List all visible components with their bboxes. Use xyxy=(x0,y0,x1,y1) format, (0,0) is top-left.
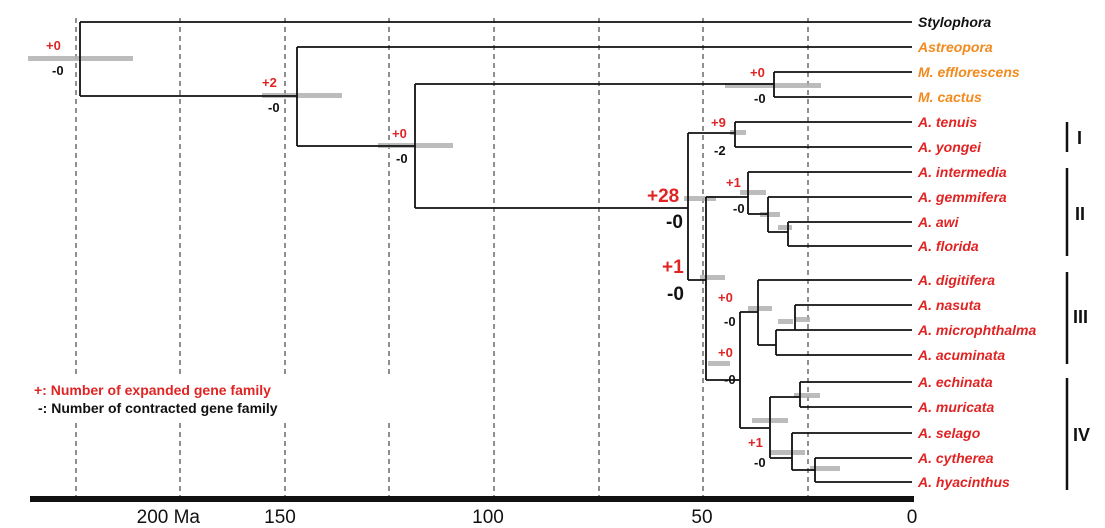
clade-label: III xyxy=(1073,307,1088,327)
taxon-label: Astreopora xyxy=(917,39,993,55)
ci-bar-clade-iii-iv xyxy=(708,361,730,366)
ci-bar-clade-ii-sub1 xyxy=(760,212,780,217)
node-annotations: +0 -0 +2 -0 +0 -0 +0 -0 +9 -2 +28 -0 +1 … xyxy=(46,38,766,470)
axis-tick-label: 200 Ma xyxy=(137,507,201,528)
taxon-label: M. cactus xyxy=(918,89,982,105)
legend: +: Number of expanded gene family -: Num… xyxy=(28,378,398,420)
contracted-count: -0 xyxy=(733,201,745,216)
clade-brackets: I II III IV xyxy=(1065,122,1090,490)
taxon-label: A. cytherea xyxy=(917,450,994,466)
expanded-count: +0 xyxy=(718,345,733,360)
axis-bar xyxy=(30,496,914,502)
expanded-count: +1 xyxy=(748,435,763,450)
ci-bar-clade-iv-sub2 xyxy=(770,450,805,455)
axis-tick-label: 0 xyxy=(907,507,918,528)
ci-bar-clade-ii-to-iv xyxy=(700,275,725,280)
ci-bar-montipora xyxy=(725,83,821,88)
time-gridlines xyxy=(75,18,809,496)
axis-tick-label: 150 xyxy=(264,507,296,528)
taxon-label: A. digitifera xyxy=(917,272,995,288)
tree-branches xyxy=(79,21,912,483)
ci-bar-clade-iv-sub3 xyxy=(810,466,840,471)
ci-bar-astreopora xyxy=(262,93,342,98)
taxon-label: A. echinata xyxy=(917,374,993,390)
taxon-label: A. gemmifera xyxy=(917,189,1007,205)
legend-background xyxy=(28,378,398,420)
taxon-label: A. selago xyxy=(917,425,981,441)
legend-contracted: -: Number of contracted gene family xyxy=(38,400,278,416)
contracted-count: -0 xyxy=(268,100,280,115)
contracted-count: -0 xyxy=(754,91,766,106)
contracted-count: -0 xyxy=(666,212,683,233)
axis-tick-label: 100 xyxy=(472,507,504,528)
expanded-count: +28 xyxy=(647,186,679,207)
taxon-label: A. muricata xyxy=(917,399,994,415)
ci-bar-clade-iv-sub1 xyxy=(794,393,820,398)
taxon-label: A. awi xyxy=(917,214,960,230)
expanded-count: +0 xyxy=(46,38,61,53)
taxon-label: Stylophora xyxy=(918,14,991,30)
contracted-count: -0 xyxy=(724,372,736,387)
contracted-count: -2 xyxy=(714,143,726,158)
contracted-count: -0 xyxy=(724,314,736,329)
expanded-count: +9 xyxy=(711,115,726,130)
expanded-count: +0 xyxy=(750,65,765,80)
taxon-label: A. tenuis xyxy=(917,114,977,130)
contracted-count: -0 xyxy=(396,151,408,166)
ci-bar-clade-iii-sub2 xyxy=(796,317,810,322)
clade-label: II xyxy=(1075,204,1085,224)
taxon-label: M. efflorescens xyxy=(918,64,1020,80)
contracted-count: -0 xyxy=(667,284,684,305)
taxon-labels: Stylophora Astreopora M. efflorescens M.… xyxy=(917,14,1036,490)
taxon-label: A. florida xyxy=(917,238,979,254)
ci-bar-clade-iii-sub1 xyxy=(778,319,793,324)
expanded-count: +1 xyxy=(662,257,684,278)
clade-label: I xyxy=(1077,128,1082,148)
expanded-count: +0 xyxy=(392,126,407,141)
taxon-label: A. hyacinthus xyxy=(917,474,1010,490)
contracted-count: -0 xyxy=(754,455,766,470)
time-axis: 200 Ma 150 100 50 0 xyxy=(30,496,917,528)
legend-expanded: +: Number of expanded gene family xyxy=(34,382,271,398)
ci-bar-acropora-crown xyxy=(684,196,716,201)
ci-bar-clade-i xyxy=(730,130,746,135)
axis-tick-label: 50 xyxy=(691,507,712,528)
expanded-count: +0 xyxy=(718,290,733,305)
taxon-label: A. intermedia xyxy=(917,164,1007,180)
expanded-count: +2 xyxy=(262,75,277,90)
taxon-label: A. acuminata xyxy=(917,347,1005,363)
clade-label: IV xyxy=(1073,425,1090,445)
ci-bar-clade-iii xyxy=(748,306,772,311)
taxon-label: A. yongei xyxy=(917,139,982,155)
ci-bar-clade-ii-sub2 xyxy=(778,225,792,230)
taxon-label: A. microphthalma xyxy=(917,322,1036,338)
contracted-count: -0 xyxy=(52,63,64,78)
expanded-count: +1 xyxy=(726,175,741,190)
taxon-label: A. nasuta xyxy=(917,297,981,313)
ci-bar-clade-ii xyxy=(740,190,766,195)
